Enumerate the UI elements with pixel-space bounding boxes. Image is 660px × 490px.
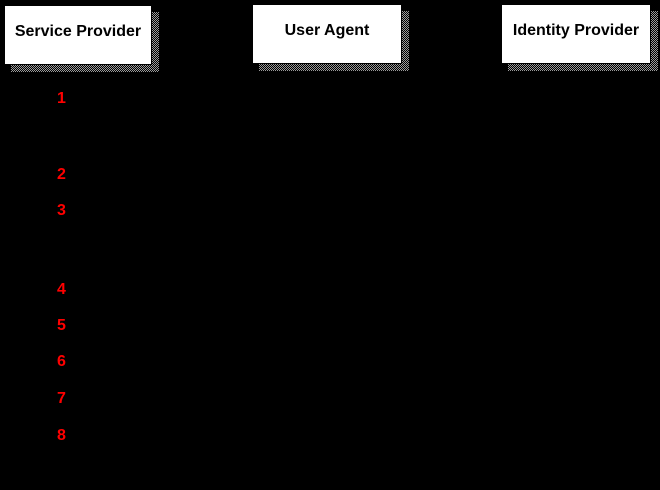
actor-service-provider: Service Provider	[4, 5, 159, 72]
step-number-3: 3	[57, 202, 66, 219]
step-number-8: 8	[57, 427, 66, 444]
actor-box: User Agent	[252, 4, 402, 64]
actor-box: Identity Provider	[501, 4, 651, 64]
actor-identity-provider: Identity Provider	[501, 4, 658, 71]
actor-user-agent: User Agent	[252, 4, 409, 71]
step-number-6: 6	[57, 353, 66, 370]
step-number-4: 4	[57, 281, 66, 298]
step-number-7: 7	[57, 390, 66, 407]
actor-label: Identity Provider	[512, 22, 640, 39]
step-number-1: 1	[57, 90, 66, 107]
step-number-5: 5	[57, 317, 66, 334]
actor-label: Service Provider	[14, 23, 142, 40]
actor-label: User Agent	[284, 22, 370, 39]
actor-box: Service Provider	[4, 5, 152, 65]
step-number-2: 2	[57, 166, 66, 183]
